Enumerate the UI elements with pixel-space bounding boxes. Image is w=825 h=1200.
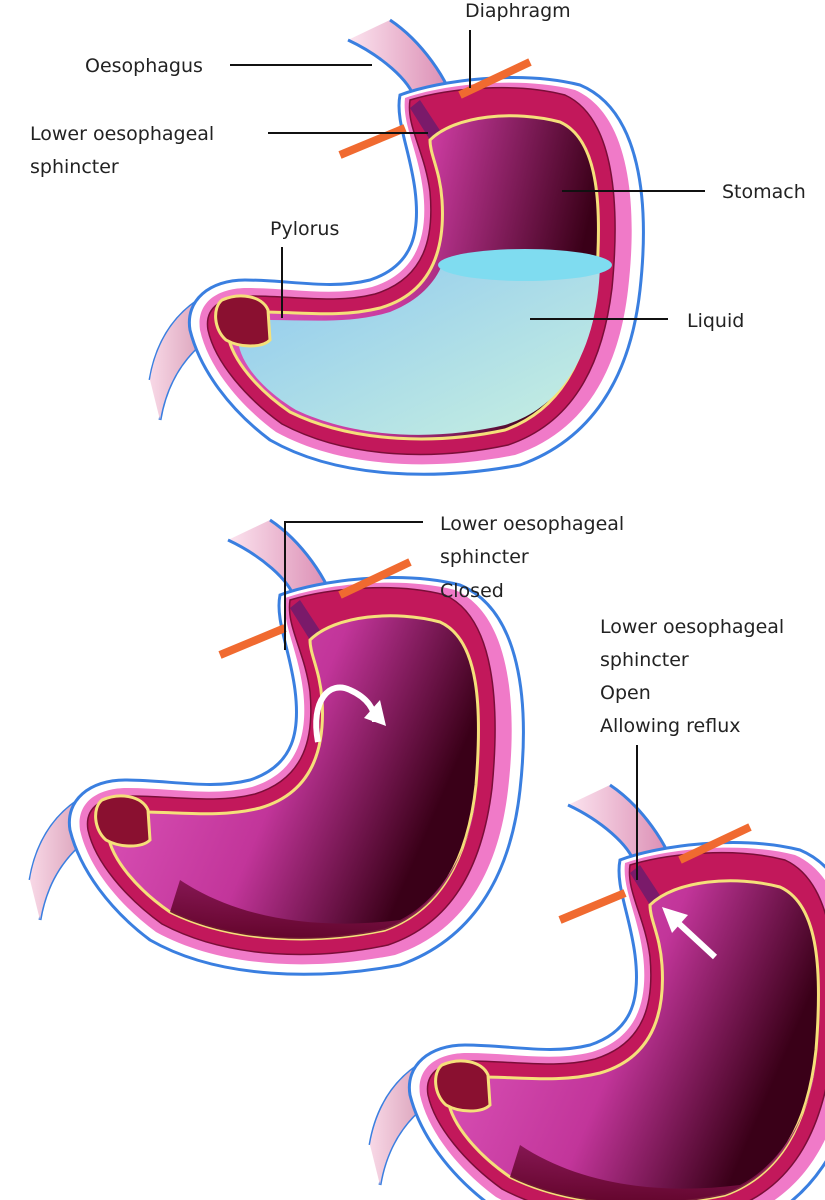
label-les-line1: Lower oesophageal — [30, 123, 214, 145]
label-oesophagus: Oesophagus — [85, 55, 203, 77]
stomach-with-liquid — [148, 18, 645, 476]
label-pylorus: Pylorus — [270, 218, 339, 240]
stomach-sphincter-closed — [28, 518, 525, 976]
diaphragm-strand-right — [458, 58, 532, 99]
label-diaphragm: Diaphragm — [465, 0, 571, 22]
label-closed-line1: Lower oesophageal — [440, 513, 624, 535]
stomach-sphincter-open — [368, 783, 825, 1200]
label-open-line3: Open — [600, 682, 651, 704]
leader-lines — [230, 30, 705, 880]
label-closed-line3: Closed — [440, 580, 504, 602]
label-closed-line2: sphincter — [440, 546, 529, 568]
reflux-arrow — [672, 917, 718, 960]
label-open-line1: Lower oesophageal — [600, 616, 784, 638]
label-stomach: Stomach — [722, 181, 806, 203]
label-les-line2: sphincter — [30, 156, 119, 178]
label-open-line4: Allowing reflux — [600, 715, 740, 737]
label-liquid: Liquid — [687, 310, 744, 332]
label-open-line2: sphincter — [600, 649, 689, 671]
